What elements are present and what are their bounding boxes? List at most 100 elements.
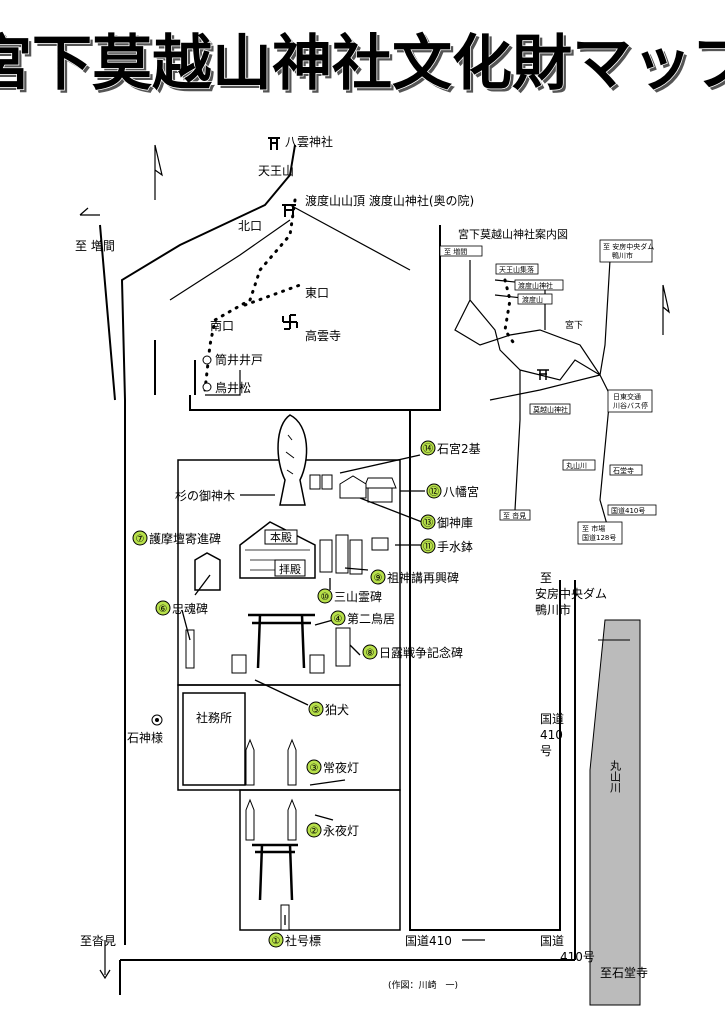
item-number: ⑧ — [366, 648, 375, 659]
item-number-badge — [155, 600, 171, 616]
item-number: ⑭ — [423, 443, 433, 455]
ridge-line — [289, 204, 411, 271]
item-label: 八幡宮 — [443, 484, 479, 499]
item-number-badge — [308, 701, 324, 717]
item-number-badge — [420, 538, 436, 554]
label-kitaguchi: 北口 — [238, 219, 262, 233]
label-karasumatsu: 鳥井松 — [215, 380, 251, 395]
label-to-kutsumi: 至沓見 — [80, 934, 116, 948]
lantern-icon — [245, 738, 297, 841]
river — [589, 619, 641, 1006]
inset-to-kutsumi: 至 沓見 — [503, 511, 526, 520]
mountain-road — [99, 144, 296, 401]
precinct-lower — [239, 789, 401, 931]
item-number-badge — [330, 610, 346, 626]
inset-bus: 日東交通川谷バス停 — [613, 392, 648, 410]
label-summit: 渡度山山頂 渡度山神社(奥の院) — [305, 193, 474, 208]
item-number-badge — [268, 932, 284, 948]
inset-kosetsu: 莫越山神社 — [533, 405, 568, 414]
item-label: 石宮2基 — [437, 441, 481, 456]
pine-icon — [202, 382, 212, 392]
item-label: 狛犬 — [325, 703, 349, 717]
item-number: ⑦ — [136, 534, 145, 545]
item-label: 祖神講再興碑 — [387, 570, 459, 585]
inset-miyashita: 宮下 — [565, 319, 583, 331]
item-number-badge — [306, 822, 322, 838]
label-to-masuma: 至 増間 — [75, 239, 115, 253]
item-label: 護摩壇寄進碑 — [149, 531, 221, 546]
inset-to-ichiba: 至 市場国道128号 — [582, 524, 616, 542]
inset-maruyamagawa: 丸山川 — [566, 461, 587, 470]
label-to-ishidouji: 至石堂寺 — [600, 966, 648, 980]
inset-watarido: 渡度山 — [522, 295, 543, 304]
label-yakumo: 八雲神社 — [285, 134, 333, 149]
arrow-masuma — [79, 207, 100, 216]
inset-to-masuma: 至 増間 — [444, 247, 467, 256]
arrow-head — [99, 969, 111, 980]
item-number: ⑪ — [423, 541, 433, 553]
item-number: ⑫ — [429, 486, 439, 498]
item-number-badge — [370, 569, 386, 585]
trail-east — [243, 283, 302, 307]
torii-icon — [248, 613, 315, 901]
page-title: 宮下莫越山神社文化財マップ — [0, 29, 725, 99]
pointer-arrows — [181, 454, 485, 941]
item-label: 御神庫 — [437, 515, 473, 530]
label-tsutsuiido: 筒井井戸 — [215, 352, 263, 367]
trail-dotted — [203, 198, 297, 392]
honden-building-icon — [239, 521, 316, 579]
item-number: ⑬ — [423, 517, 433, 529]
item-number-badge — [420, 440, 436, 456]
item-number-badge — [306, 759, 322, 775]
haiden-label: 拝殿 — [279, 563, 301, 576]
item-number: ④ — [334, 614, 343, 625]
storehouse-icon — [339, 475, 367, 499]
well-lane — [205, 370, 241, 396]
label-shamusho: 社務所 — [196, 710, 232, 725]
numbered-items: ⑭ 石宮2基 ⑫ 八幡宮 ⑬ 御神庫 ⑦ 護摩壇寄進碑 ⑪ 手水鉢 ⑨ 祖神講再興碑 ⑩ 三山霊碑 ⑥ 忠魂碑… — [132, 440, 481, 948]
item-number: ⑨ — [374, 573, 383, 584]
item-number-badge — [132, 530, 148, 546]
north-arrow-icon — [154, 144, 163, 200]
right-road — [409, 410, 561, 931]
honden-label: 本殿 — [270, 530, 292, 544]
basin-icon — [371, 537, 389, 551]
item-label: 忠魂碑 — [172, 601, 208, 616]
label-kokudo410: 国道410 — [405, 934, 452, 948]
label-higashiguchi: 東口 — [305, 286, 329, 300]
inset-ishidouji: 石堂寺 — [613, 466, 634, 475]
item-number: ⑤ — [312, 705, 321, 716]
well-icon — [202, 355, 212, 365]
ridge-line-inner — [169, 219, 291, 301]
inset-to-awa: 至 安房中央ダム鴨川市 — [603, 242, 654, 260]
label-kouunji: 高雲寺 — [305, 328, 341, 343]
road-outline — [124, 225, 441, 945]
stele-icon — [185, 534, 363, 931]
label-maruyamagawa: 丸山川 — [609, 760, 622, 793]
item-number-badge — [426, 483, 442, 499]
item-number: ⑥ — [159, 604, 168, 615]
item-label: 日露戦争記念碑 — [379, 645, 463, 660]
title-shadow: 宮下莫越山神社文化財マップ — [0, 32, 725, 102]
item-number: ② — [310, 826, 319, 837]
stone-shrine-icon — [309, 474, 333, 490]
cedar-tree-icon — [277, 414, 308, 506]
north-arrow-icon — [662, 284, 670, 335]
komainu-icon — [231, 654, 325, 674]
label-to-awa: 至安房中央ダム鴨川市 — [535, 571, 607, 617]
item-number-badge — [317, 588, 333, 604]
item-number: ① — [272, 936, 281, 947]
label-sugi: 杉の御神木 — [175, 488, 235, 503]
shrine-symbol-icon — [268, 137, 296, 217]
item-number: ⑩ — [321, 592, 330, 603]
shamusho-box — [182, 692, 246, 786]
item-label: 三山霊碑 — [334, 589, 382, 604]
inset-watarido-jinja: 渡度山神社 — [518, 281, 553, 290]
bottom-road — [119, 959, 601, 1005]
item-label: 永夜灯 — [323, 823, 359, 838]
inset-tennosan: 天王山集落 — [499, 265, 534, 274]
item-label: 手水鉢 — [437, 540, 473, 554]
